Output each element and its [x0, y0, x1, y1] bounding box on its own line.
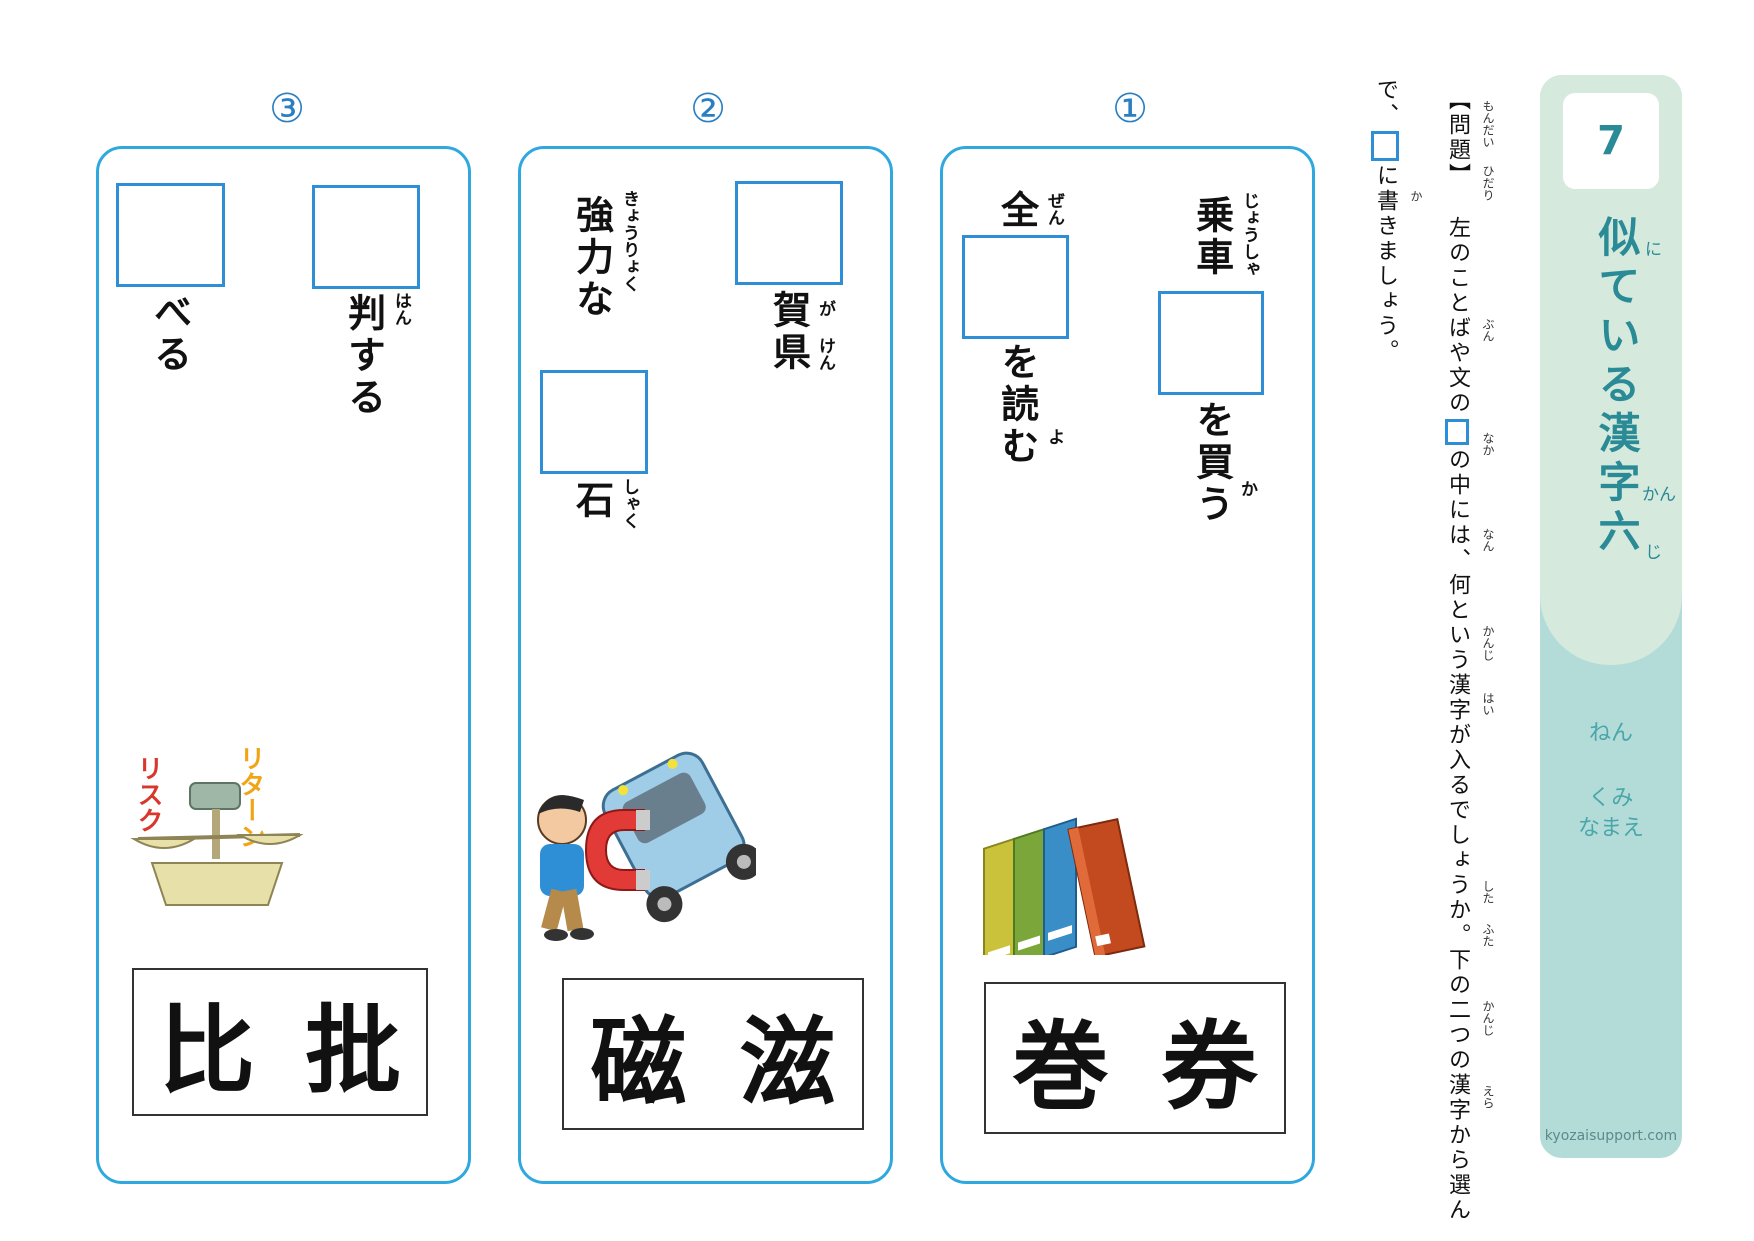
q2-line2-after-ruby: しゃく	[619, 478, 639, 529]
balance-scale-icon: リスク リターン	[130, 745, 304, 906]
worksheet-title: 似ている漢字六	[1592, 215, 1641, 558]
q2-line2-before: 強力な	[569, 195, 614, 321]
instruction-line-1: 【問題】 左のことばや文のの中には、何という漢字が入るでしょうか。下の二つの漢字…	[1445, 88, 1470, 1223]
class-label: くみ	[1588, 786, 1634, 811]
worksheet-number: 7	[1563, 93, 1659, 189]
q1-answer-box-1[interactable]	[1158, 291, 1264, 395]
name-label: なまえ	[1577, 816, 1644, 841]
question-number-2: ②	[690, 86, 726, 132]
instruction-ruby-mondai: もんだい	[1481, 100, 1495, 148]
q1-line2-before-ruby: ぜん	[1044, 192, 1064, 226]
q3-choices: 比 批	[132, 968, 428, 1116]
instruction-line-2: で、に書きましょう。	[1371, 78, 1399, 364]
title-ruby-ji: じ	[1645, 543, 1662, 563]
instruction-ruby-hai: はい	[1481, 692, 1495, 716]
q3-line1-after-ruby: はん	[391, 292, 411, 326]
instruction-ruby-bun: ぶん	[1481, 318, 1495, 342]
title-panel: 7 似ている漢字六 に かん じ ねん くみ なまえ kyozaisupport…	[1540, 75, 1682, 1158]
site-credit: kyozaisupport.com	[1544, 1128, 1678, 1144]
instruction-ruby-shita: した	[1481, 880, 1495, 904]
q3-answer-box-2[interactable]	[116, 183, 225, 287]
q3-line2-after: べる	[147, 292, 192, 376]
q3-choice-2[interactable]: 批	[305, 994, 401, 1107]
q2-line2-before-ruby: きょうりょく	[619, 190, 639, 292]
q1-line1-before: 乗車	[1189, 195, 1234, 279]
q1-line1-after: を買う	[1189, 400, 1234, 526]
instruction-ruby-era: えら	[1481, 1085, 1495, 1109]
instruction-ruby-futa: ふた	[1481, 923, 1495, 947]
title-ruby-ni: に	[1645, 240, 1662, 260]
q2-line1-after: 賀県	[766, 290, 811, 374]
q1-choices: 巻 券	[984, 982, 1286, 1134]
q1-line2-after: を読む	[994, 342, 1039, 468]
q2-line1-after-ruby: が けん	[815, 300, 835, 371]
q2-choice-1[interactable]: 磁	[590, 1006, 687, 1119]
q3-answer-box-1[interactable]	[312, 185, 420, 289]
q1-line1-after-ruby: か	[1237, 480, 1257, 497]
q1-line2-before: 全	[994, 190, 1039, 232]
q1-line2-after-ruby: よ	[1044, 428, 1064, 445]
q1-choice-2[interactable]: 券	[1161, 1010, 1258, 1123]
instruction-ruby-ka: か	[1409, 190, 1423, 202]
q1-answer-box-2[interactable]	[962, 235, 1069, 339]
instruction-ruby-naka: なか	[1481, 432, 1495, 456]
q2-answer-box-2[interactable]	[540, 370, 648, 474]
instruction-ruby-nan: なん	[1481, 528, 1495, 552]
q1-line1-before-ruby: じょうしゃ	[1239, 192, 1259, 277]
answer-box-sample-2	[1371, 131, 1399, 161]
q1-choice-1[interactable]: 巻	[1012, 1010, 1109, 1123]
books-icon	[983, 817, 1146, 955]
answer-box-sample	[1445, 419, 1469, 445]
instruction-ruby-kanji: かんじ	[1481, 625, 1495, 661]
instruction-ruby-hidari: ひだり	[1481, 165, 1495, 201]
q2-answer-box-1[interactable]	[735, 181, 843, 285]
q2-choice-2[interactable]: 滋	[739, 1006, 836, 1119]
question-number-1: ①	[1112, 86, 1148, 132]
magnet-car-icon	[537, 751, 756, 941]
year-label: ねん	[1588, 721, 1633, 746]
q3-line1-after: 判する	[341, 293, 386, 419]
instruction-ruby-kanji-2: かんじ	[1481, 1000, 1495, 1036]
q2-line2-after: 石	[569, 480, 614, 522]
risk-label: リスク	[133, 755, 163, 833]
q2-choices: 磁 滋	[562, 978, 864, 1130]
title-ruby-kan: かん	[1642, 485, 1676, 505]
question-number-3: ③	[269, 86, 305, 132]
q3-choice-1[interactable]: 比	[159, 994, 255, 1107]
